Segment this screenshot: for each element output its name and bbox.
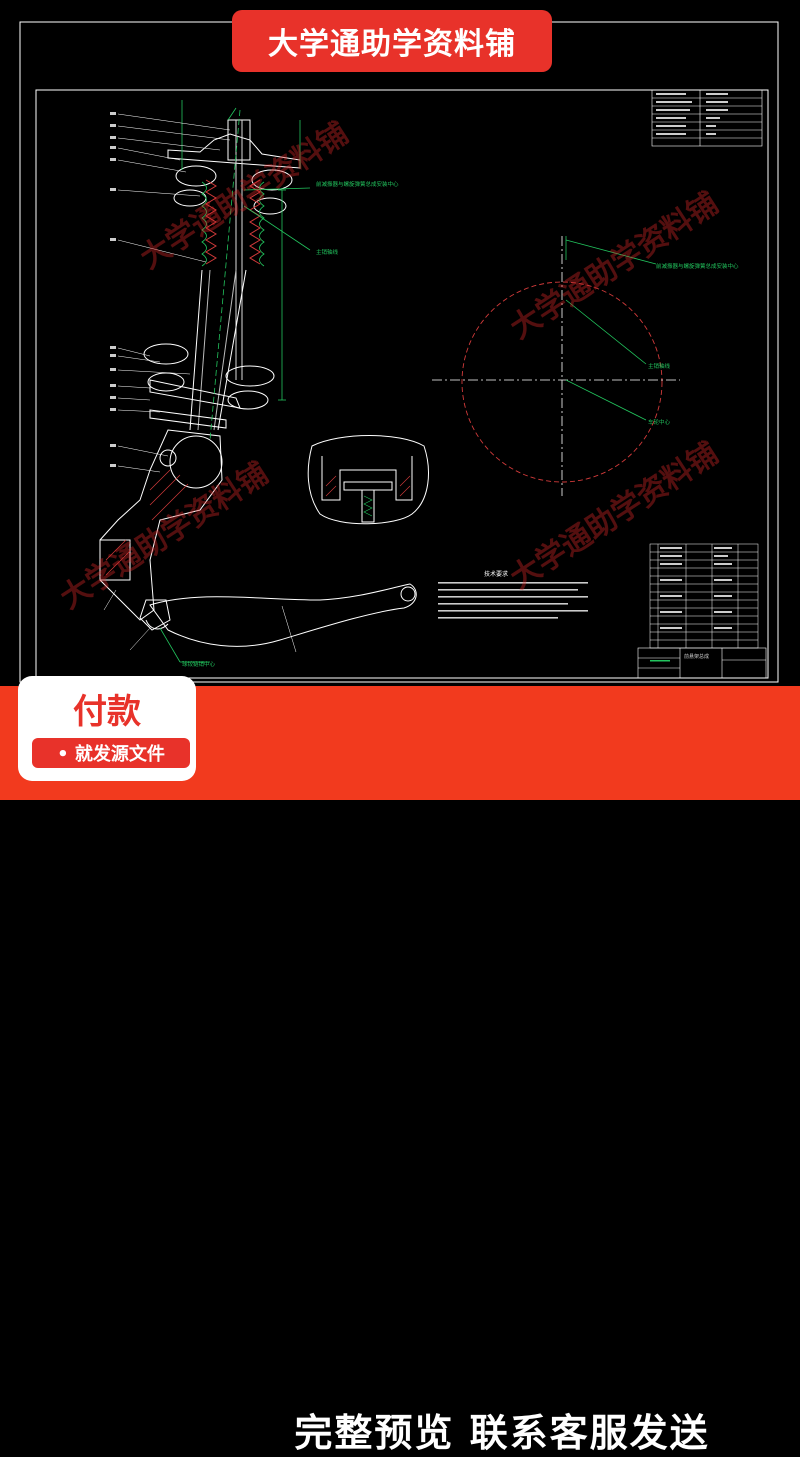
title-block-green: [650, 660, 670, 662]
title-block-name: 前悬架总成: [684, 653, 709, 660]
part-leaders: [103, 113, 297, 653]
pay-card: 付款 • 就发源文件: [18, 676, 196, 781]
label-strut-mount: 前减振器与螺旋弹簧总成安装中心: [316, 180, 399, 188]
inner-frame: [35, 89, 769, 679]
store-banner-title: 大学通助学资料铺: [268, 27, 516, 62]
bellows: [205, 179, 261, 265]
knuckle-hatch: [105, 469, 189, 576]
detail-view-spring: [363, 495, 373, 517]
label-ball-joint: 球铰链销中心: [182, 660, 216, 668]
notes-heading: 技术要求: [484, 570, 508, 578]
send-source-label: • 就发源文件: [57, 744, 165, 765]
wheel-circle: [432, 236, 680, 496]
cad-drawing-canvas: 前减振器与螺旋弹簧总成安装中心 主销轴线 前减振器与螺旋弹簧总成安装中心 主销轴…: [19, 21, 779, 683]
parameter-table-marks: [656, 93, 728, 135]
cad-drawing: 前减振器与螺旋弹簧总成安装中心 主销轴线 前减振器与螺旋弹簧总成安装中心 主销轴…: [19, 21, 779, 683]
parameter-table: [651, 89, 763, 147]
strut-assembly: [99, 119, 417, 647]
footer-message: 完整预览 联系客服发送: [294, 1411, 710, 1455]
bom-table-marks: [660, 547, 732, 629]
bom-table: [649, 543, 759, 649]
title-block: [637, 647, 767, 679]
detail-view: [307, 435, 429, 525]
label-wheel-center: 车轮中心: [648, 418, 671, 426]
label-circle-mount: 前减振器与螺旋弹簧总成安装中心: [656, 262, 739, 270]
store-banner: 大学通助学资料铺: [232, 10, 552, 72]
pay-title: 付款: [73, 692, 141, 732]
part-numbers: [110, 112, 116, 467]
axis-lines: [159, 100, 311, 663]
send-source-button[interactable]: • 就发源文件: [32, 738, 190, 768]
detail-view-hatch: [325, 475, 411, 497]
label-kingpin-axis: 主销轴线: [316, 248, 339, 256]
technical-notes-marks: [438, 582, 588, 619]
label-circle-axis: 主销轴线: [648, 362, 671, 370]
bellows-green: [201, 181, 265, 267]
